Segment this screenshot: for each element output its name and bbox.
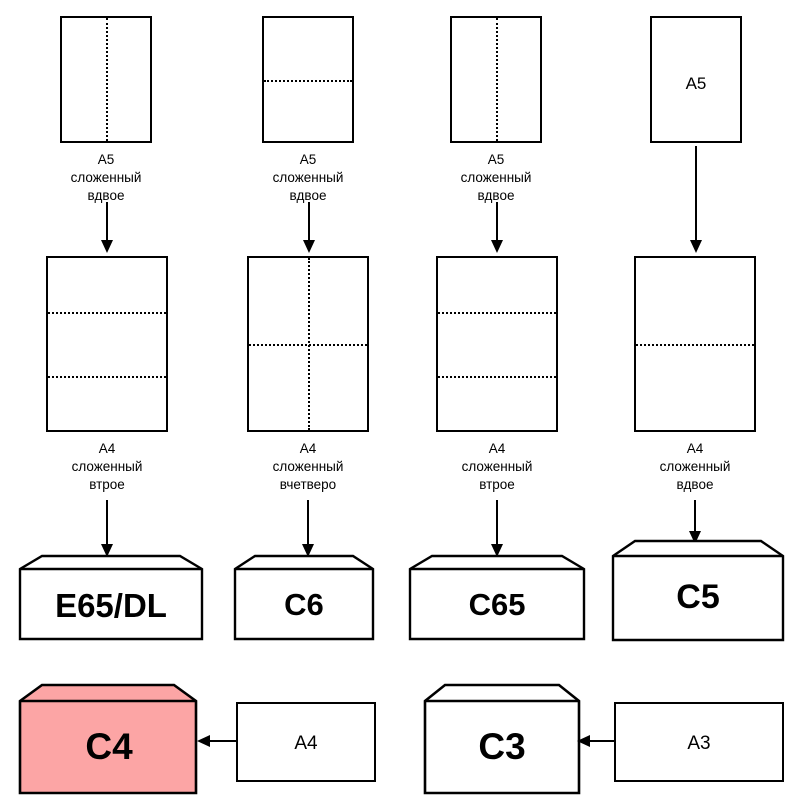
sheet-a5-col2 [262,16,354,143]
arrow-col1-r2-r3 [96,500,118,558]
fold-line-horizontal [636,344,754,346]
envelope-c6-label: C6 [284,587,324,622]
sheet-a5-col1 [60,16,152,143]
sheet-a5-col4-label: A5 [685,74,707,93]
envelope-c4-label: C4 [85,726,133,767]
arrow-col2-r2-r3 [297,500,319,558]
sheet-a4-col2 [247,256,369,432]
caption-a4-col4: A4 сложенный вдвое [659,441,731,492]
sheet-a4-col1 [46,256,168,432]
envelope-c4: C4 [18,681,200,795]
sheet-a3-row4-label: A3 [687,733,711,754]
arrow-col4-r1-r2 [685,146,707,254]
caption-a5-col1: A5 сложенный вдвое [70,152,142,203]
arrow-a3-to-c3 [576,731,618,751]
fold-line-vertical [106,18,108,141]
sheet-a4-col3 [436,256,558,432]
sheet-a4-col4 [634,256,756,432]
fold-line-horizontal [48,312,166,314]
sheet-a5-col3 [450,16,542,143]
caption-a4-col2: A4 сложенный вчетверо [272,441,344,492]
envelope-e65-dl-label: E65/DL [55,587,167,624]
caption-a5-col2: A5 сложенный вдвое [272,152,344,203]
arrow-a4-to-c4 [196,731,240,751]
envelope-c65: C65 [408,553,586,641]
sheet-a5-col4: A5 [650,16,742,143]
envelope-c3-label: C3 [478,726,526,767]
fold-line-vertical [308,258,310,430]
envelope-c3: C3 [423,681,583,795]
envelope-e65-dl: E65/DL [18,553,204,641]
fold-line-vertical [496,18,498,141]
caption-a4-col3: A4 сложенный втрое [461,441,533,492]
caption-a4-col1: A4 сложенный втрое [71,441,143,492]
arrow-col1-r1-r2 [96,202,118,254]
envelope-c5-label: C5 [676,578,720,616]
arrow-col3-r2-r3 [486,500,508,558]
fold-line-horizontal [438,312,556,314]
arrow-col3-r1-r2 [486,202,508,254]
fold-line-horizontal [48,376,166,378]
envelope-c65-label: C65 [468,587,526,622]
envelope-c5: C5 [611,538,785,642]
arrow-col4-r2-r3 [684,500,706,545]
sheet-a4-row4: A4 [236,702,376,782]
arrow-col2-r1-r2 [298,202,320,254]
fold-line-horizontal [438,376,556,378]
sheet-a3-row4: A3 [614,702,784,782]
envelope-c6: C6 [233,553,375,641]
sheet-a4-row4-label: A4 [294,733,318,754]
fold-line-horizontal [264,80,352,82]
caption-a5-col3: A5 сложенный вдвое [460,152,532,203]
